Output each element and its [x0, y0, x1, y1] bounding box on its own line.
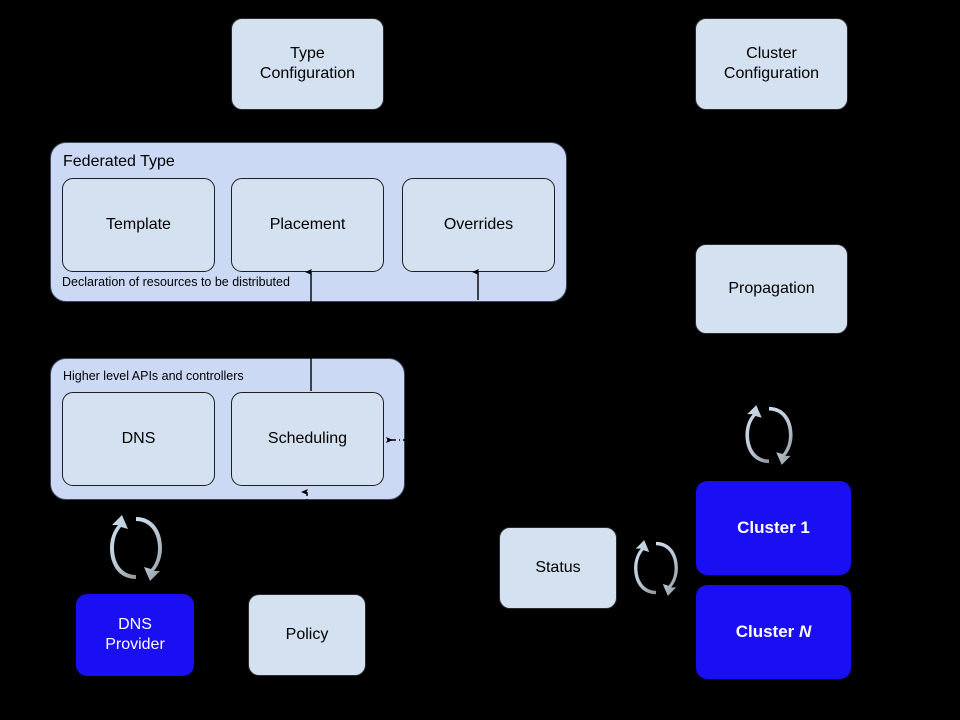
- dns-provider-label-line1: DNS: [118, 616, 152, 634]
- node-placement[interactable]: Placement: [231, 178, 384, 272]
- group-federated-type-title: Federated Type: [63, 153, 175, 170]
- sync-cycle-icon-cluster: [745, 405, 793, 465]
- node-scheduling[interactable]: Scheduling: [231, 392, 384, 486]
- cluster-n-label-prefix: Cluster: [735, 621, 799, 641]
- node-overrides[interactable]: Overrides: [402, 178, 555, 272]
- node-type-configuration[interactable]: Type Configuration: [231, 18, 384, 110]
- placement-label: Placement: [269, 216, 346, 234]
- cluster-1-label: Cluster 1: [737, 517, 810, 537]
- template-label: Template: [106, 216, 171, 234]
- node-dns[interactable]: DNS: [62, 392, 215, 486]
- overrides-label: Overrides: [443, 216, 514, 234]
- cluster-n-label: Cluster N: [736, 622, 812, 643]
- group-higher-level-apis-title: Higher level APIs and controllers: [63, 369, 244, 383]
- cluster-n-label-variable: N: [799, 621, 812, 641]
- node-cluster-configuration[interactable]: Cluster Configuration: [695, 18, 848, 110]
- sync-cycle-icon-dns: [110, 515, 162, 581]
- status-label: Status: [535, 559, 581, 577]
- type-configuration-label-line2: Configuration: [259, 65, 356, 82]
- federated-type-caption: Declaration of resources to be distribut…: [62, 275, 290, 289]
- node-policy[interactable]: Policy: [248, 594, 366, 676]
- cluster-configuration-label-line1: Cluster: [746, 45, 797, 63]
- dns-label: DNS: [121, 430, 156, 448]
- group-higher-level-apis: Higher level APIs and controllers DNS Sc…: [50, 358, 405, 500]
- node-propagation[interactable]: Propagation: [695, 244, 848, 334]
- type-configuration-label-line1: Type: [290, 45, 325, 63]
- cluster-configuration-label-line2: Configuration: [723, 65, 820, 82]
- node-dns-provider[interactable]: DNS Provider: [76, 594, 194, 676]
- node-status[interactable]: Status: [499, 527, 617, 609]
- node-cluster-n[interactable]: Cluster N: [696, 585, 851, 679]
- group-federated-type: Federated Type Template Placement Overri…: [50, 142, 567, 302]
- dns-provider-label-line2: Provider: [105, 636, 165, 653]
- node-cluster-1[interactable]: Cluster 1: [696, 481, 851, 575]
- node-template[interactable]: Template: [62, 178, 215, 272]
- propagation-label: Propagation: [728, 280, 815, 298]
- sync-cycle-icon-status: [634, 540, 678, 596]
- scheduling-label: Scheduling: [267, 430, 348, 448]
- policy-label: Policy: [285, 626, 329, 644]
